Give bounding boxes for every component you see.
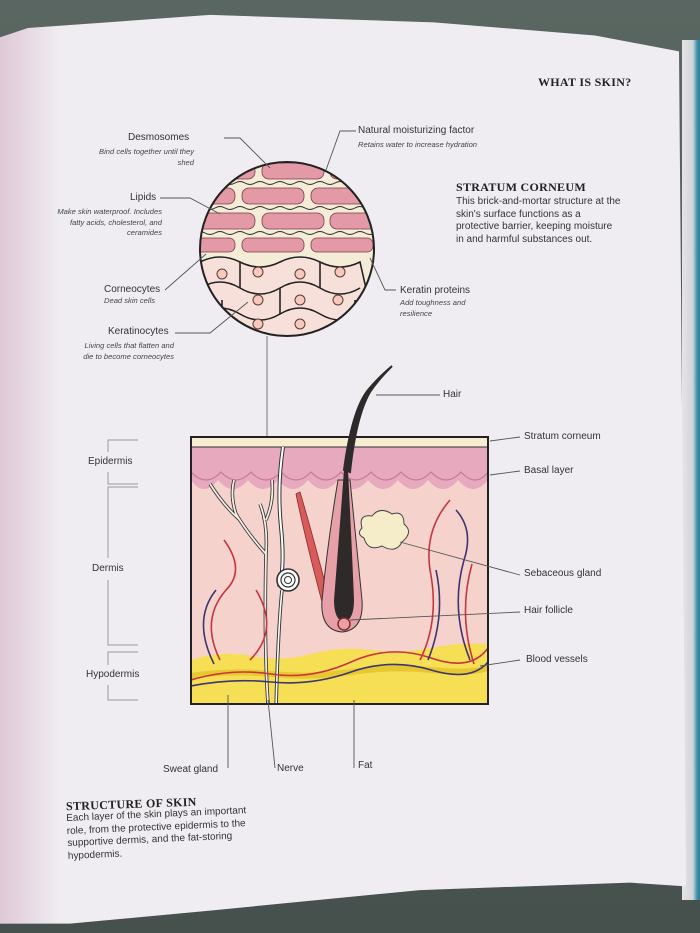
lipids-title: Lipids	[130, 192, 157, 203]
fat-label: Fat	[358, 760, 373, 771]
stratum-corneum-magnified-view	[199, 161, 375, 447]
corneocytes-desc: Dead skin cells	[104, 296, 156, 305]
skin-cross-section	[190, 365, 489, 705]
leader-lines	[160, 130, 521, 769]
stratum-corneum-body: This brick-and-mortar structure at the s…	[456, 196, 621, 245]
desmosomes-title: Desmosomes	[128, 132, 190, 143]
nmf-title: Natural moisturizing factor	[358, 125, 475, 136]
nmf-desc: Retains water to increase hydration	[358, 140, 478, 149]
structure-of-skin-body: Each layer of the skin plays an importan…	[66, 805, 247, 862]
keratinocytes-title: Keratinocytes	[108, 326, 169, 337]
keratin-desc: Add toughness and resilience	[400, 298, 466, 318]
spine-shadow	[0, 14, 60, 924]
epidermis-label: Epidermis	[88, 456, 133, 467]
lipids-desc: Make skin waterproof. Includes fatty aci…	[57, 207, 162, 237]
page-edge-stack	[682, 40, 700, 900]
basal-layer-label: Basal layer	[524, 465, 574, 476]
keratinocytes-desc: Living cells that flatten and die to bec…	[83, 341, 174, 361]
layer-brackets	[107, 439, 138, 701]
blood-vessels-label: Blood vessels	[526, 654, 588, 665]
nerve-label: Nerve	[277, 763, 304, 774]
hair-follicle-label: Hair follicle	[524, 605, 573, 616]
desmosomes-desc: Bind cells together until they shed	[99, 147, 194, 167]
hypodermis-label: Hypodermis	[86, 669, 140, 680]
sebaceous-gland-label: Sebaceous gland	[524, 568, 602, 579]
running-head: WHAT IS SKIN?	[538, 75, 632, 89]
keratin-title: Keratin proteins	[400, 285, 471, 296]
stratum-corneum-label: Stratum corneum	[524, 431, 601, 442]
hair-label: Hair	[443, 389, 462, 400]
dermis-label: Dermis	[92, 563, 124, 574]
corneocytes-title: Corneocytes	[104, 284, 161, 295]
stratum-corneum-heading: STRATUM CORNEUM	[456, 180, 586, 194]
sweat-gland-label: Sweat gland	[163, 764, 219, 775]
